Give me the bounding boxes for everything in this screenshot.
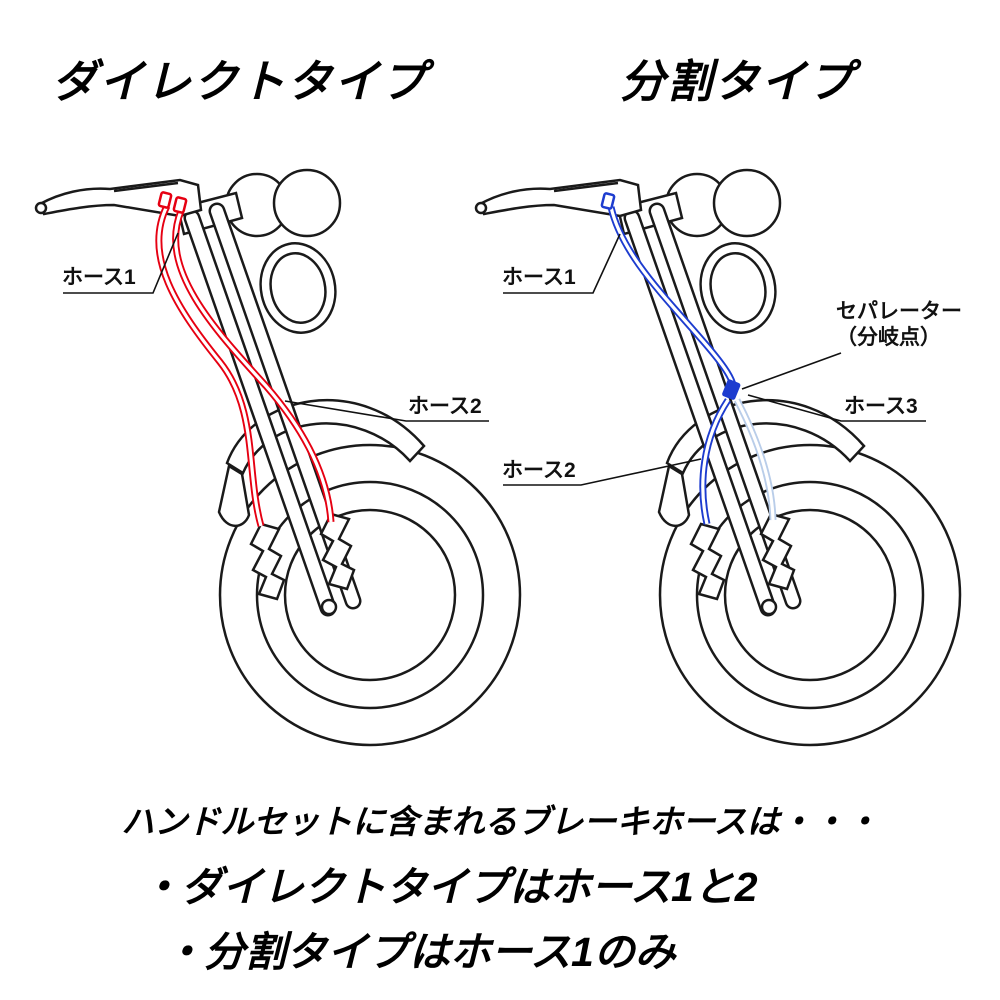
split-hose-2-core	[701, 399, 730, 525]
hose-separator	[722, 379, 741, 400]
leader-right-separator	[741, 352, 842, 390]
leader-left-hose1	[63, 232, 179, 294]
direct-type-bike-illustration	[36, 170, 520, 745]
leader-right-hose3	[747, 394, 926, 422]
direct-banjo-fitting-1	[157, 191, 173, 209]
leader-right-hose1	[503, 233, 621, 294]
leader-left-hose2	[284, 400, 489, 422]
split-type-title: 分割タイプ	[620, 56, 856, 107]
direct-type-title: ダイレクトタイプ	[52, 56, 429, 107]
footer-bullet-split: ・分割タイプはホース1のみ	[163, 929, 676, 975]
label-right-hose2: ホース2	[502, 459, 576, 482]
leader-lines	[63, 232, 926, 486]
direct-hose-2-core	[174, 210, 333, 523]
footer-bullet-direct: ・ダイレクトタイプはホース1と2	[140, 864, 758, 910]
label-separator: セパレーター （分岐点）	[836, 299, 962, 351]
label-right-hose3: ホース3	[844, 395, 918, 418]
label-left-hose1: ホース1	[62, 266, 136, 289]
direct-hose-1-core	[157, 205, 263, 527]
direct-type-hoses	[155, 191, 335, 527]
label-right-hose1: ホース1	[502, 266, 576, 289]
direct-banjo-fitting-2	[172, 196, 188, 214]
split-hose-3-core	[735, 399, 775, 521]
split-banjo-fitting	[600, 192, 616, 210]
split-type-hoses	[600, 192, 777, 525]
split-hose-1-core	[609, 206, 735, 386]
label-separator-line2: （分岐点）	[836, 326, 941, 349]
label-separator-line1: セパレーター	[836, 300, 962, 323]
footer-intro-text: ハンドルセットに含まれるブレーキホースは・・・	[121, 803, 879, 840]
label-left-hose2: ホース2	[408, 395, 482, 418]
leader-right-hose2	[503, 458, 702, 486]
